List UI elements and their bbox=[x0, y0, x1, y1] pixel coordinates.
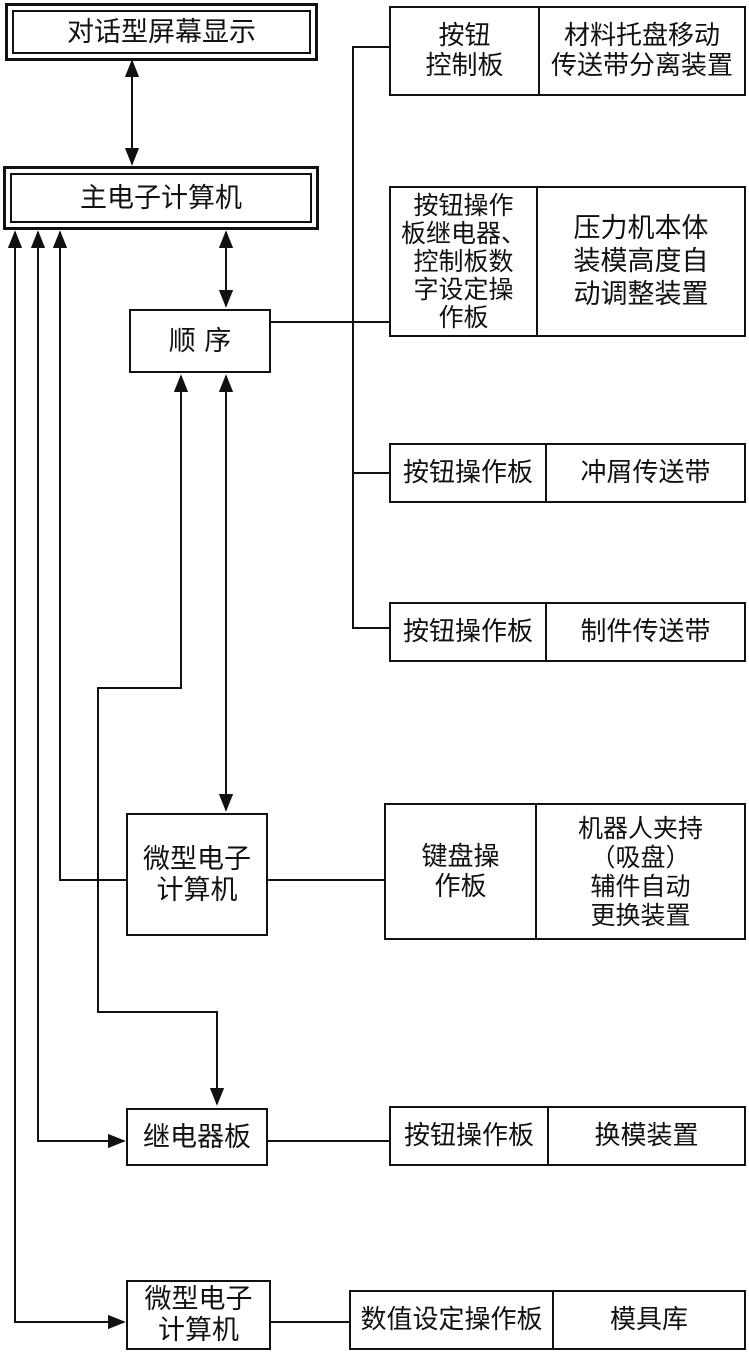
device-row-die-change: 按钮操作板 换模装置 bbox=[389, 1106, 746, 1166]
device-name-label: 冲屑传送带 bbox=[580, 458, 711, 488]
device-row-scrap-conveyor: 按钮操作板 冲屑传送带 bbox=[389, 443, 746, 503]
arrow-sequence-relay bbox=[97, 374, 225, 1106]
device-panel-label: 按钮操作板 bbox=[391, 445, 547, 501]
main-computer-label: 主电子计算机 bbox=[10, 173, 312, 223]
device-name-label: 材料托盘移动 传送带分离装置 bbox=[550, 21, 733, 81]
device-panel-label: 按钮操作板 bbox=[391, 604, 547, 660]
device-name-label: 机器人夹持 （吸盘） 辅件自动 更换装置 bbox=[577, 813, 703, 930]
device-panel-label: 按钮 控制板 bbox=[391, 8, 540, 94]
micro-computer-1-box: 微型电子 计算机 bbox=[126, 813, 268, 936]
line-main-micro1 bbox=[52, 230, 127, 881]
device-row-press-adjust: 按钮操作 板继电器、 控制板数 字设定操 作板 压力机本体 装模高度自 动调整装… bbox=[389, 186, 746, 337]
display-label: 对话型屏幕显示 bbox=[12, 10, 311, 54]
device-panel-label: 按钮操作板 bbox=[391, 1108, 549, 1164]
micro-computer-1-label: 微型电子 计算机 bbox=[143, 843, 251, 906]
arrow-main-micro2 bbox=[7, 230, 126, 1330]
device-panel-label: 键盘操 作板 bbox=[386, 805, 537, 938]
device-panel-label: 按钮操作 板继电器、 控制板数 字设定操 作板 bbox=[391, 188, 538, 335]
device-row-die-storage: 数值设定操作板 模具库 bbox=[349, 1290, 746, 1350]
line-bus-top bbox=[352, 46, 389, 629]
micro-computer-2-box: 微型电子 计算机 bbox=[126, 1280, 271, 1350]
relay-board-box: 继电器板 bbox=[126, 1108, 268, 1166]
display-box: 对话型屏幕显示 bbox=[5, 3, 318, 61]
sequence-label: 顺 序 bbox=[168, 325, 232, 357]
device-name-label: 模具库 bbox=[609, 1305, 688, 1335]
main-computer-box: 主电子计算机 bbox=[3, 166, 319, 230]
relay-board-label: 继电器板 bbox=[143, 1121, 251, 1153]
device-row-robot-gripper: 键盘操 作板 机器人夹持 （吸盘） 辅件自动 更换装置 bbox=[384, 803, 746, 940]
device-name-label: 换模装置 bbox=[594, 1121, 699, 1151]
device-panel-label: 数值设定操作板 bbox=[351, 1292, 554, 1348]
device-row-part-conveyor: 按钮操作板 制件传送带 bbox=[389, 602, 746, 662]
device-name-label: 制件传送带 bbox=[580, 617, 711, 647]
sequence-box: 顺 序 bbox=[129, 309, 271, 373]
device-row-tray-conveyor: 按钮 控制板 材料托盘移动 传送带分离装置 bbox=[389, 6, 746, 96]
micro-computer-2-label: 微型电子 计算机 bbox=[144, 1284, 253, 1346]
device-name-label: 压力机本体 装模高度自 动调整装置 bbox=[573, 213, 709, 310]
arrow-main-relay bbox=[30, 230, 126, 1149]
